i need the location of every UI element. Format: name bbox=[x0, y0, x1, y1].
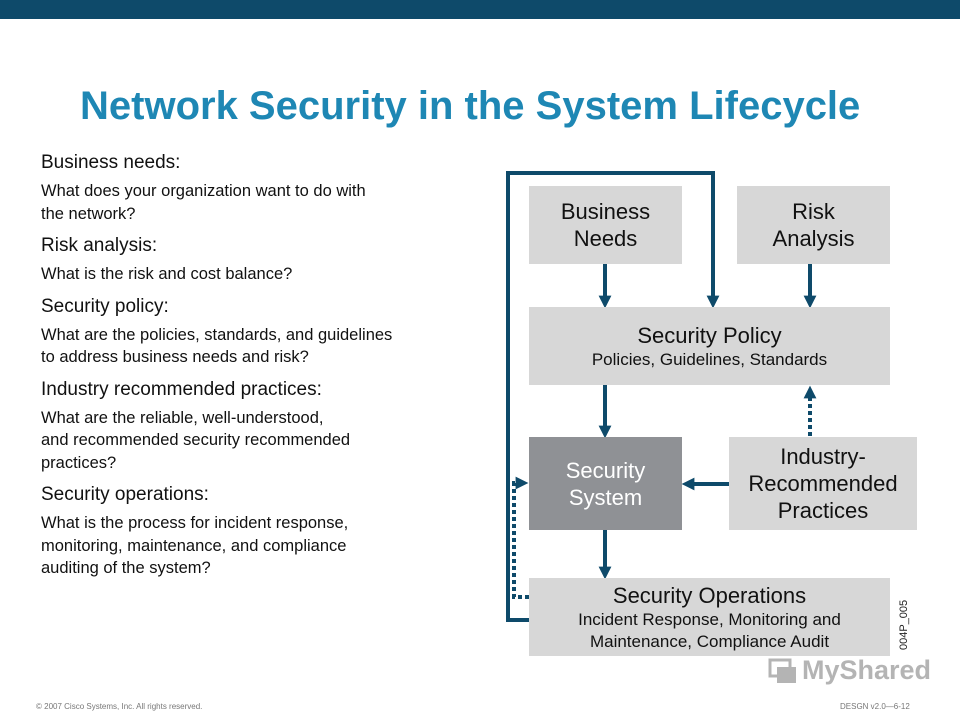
item-security-policy: Security policy: What are the policies, … bbox=[41, 295, 503, 369]
box-label: Analysis bbox=[772, 226, 855, 251]
box-label: System bbox=[568, 484, 643, 510]
box-subtitle: Maintenance, Compliance Audit bbox=[589, 631, 830, 651]
item-desc-line: What are the reliable, well-understood, bbox=[41, 408, 324, 427]
box-label: Practices bbox=[777, 498, 869, 523]
risk-analysis-box: Risk Analysis bbox=[737, 186, 890, 264]
item-desc-line: the network? bbox=[41, 204, 136, 223]
business-needs-box: Business Needs bbox=[529, 186, 682, 264]
box-subtitle: Policies, Guidelines, Standards bbox=[591, 349, 828, 369]
copyright: © 2007 Cisco Systems, Inc. All rights re… bbox=[36, 702, 203, 711]
watermark-text: MyShared bbox=[802, 655, 932, 685]
figure-id: 004P_005 bbox=[898, 599, 910, 650]
box-label: Needs bbox=[573, 226, 638, 251]
item-desc-line: monitoring, maintenance, and compliance bbox=[41, 536, 347, 555]
box-title: Security Operations bbox=[612, 582, 807, 608]
item-desc-line: What does your organization want to do w… bbox=[41, 182, 366, 200]
item-desc-line: What is the risk and cost balance? bbox=[41, 265, 293, 283]
box-label: Business bbox=[560, 199, 651, 224]
item-industry-practices: Industry recommended practices: What are… bbox=[41, 378, 503, 475]
loop-arrow bbox=[506, 171, 720, 622]
item-heading: Business needs: bbox=[41, 152, 181, 173]
box-label: Industry- bbox=[780, 444, 866, 469]
watermark: MyShared bbox=[768, 655, 931, 686]
item-heading: Security operations: bbox=[41, 484, 209, 505]
box-label: Recommended bbox=[748, 471, 898, 496]
item-heading: Security policy: bbox=[41, 295, 169, 317]
item-risk-analysis: Risk analysis: What is the risk and cost… bbox=[41, 234, 503, 286]
box-label: Risk bbox=[792, 199, 835, 224]
item-desc-line: and recommended security recommended bbox=[41, 431, 351, 449]
item-business-needs: Business needs: What does your organizat… bbox=[41, 151, 503, 225]
item-heading: Risk analysis: bbox=[41, 235, 158, 256]
item-desc-line: practices? bbox=[41, 453, 117, 472]
item-desc-line: What are the policies, standards, and gu… bbox=[41, 325, 393, 344]
top-bar bbox=[0, 0, 960, 19]
item-security-operations: Security operations: What is the process… bbox=[41, 483, 503, 580]
arrow-operations-to-system bbox=[512, 476, 529, 599]
watermark-logo-icon bbox=[768, 658, 796, 683]
box-subtitle: Incident Response, Monitoring and bbox=[578, 609, 841, 629]
security-system-box: Security System bbox=[529, 437, 682, 530]
item-desc-line: What is the process for incident respons… bbox=[41, 514, 349, 532]
item-desc-line: auditing of the system? bbox=[41, 559, 211, 577]
course-code: DESGN v2.0—6-12 bbox=[840, 702, 910, 711]
box-title: Security Policy bbox=[637, 322, 782, 348]
industry-practices-box: Industry- Recommended Practices bbox=[729, 437, 917, 530]
description-list: Business needs: What does your organizat… bbox=[41, 151, 503, 589]
item-desc-line: to address business needs and risk? bbox=[41, 348, 309, 366]
security-policy-box: Security Policy Policies, Guidelines, St… bbox=[529, 307, 890, 385]
item-heading: Industry recommended practices: bbox=[41, 378, 322, 400]
security-operations-box: Security Operations Incident Response, M… bbox=[529, 578, 890, 656]
slide-title: Network Security in the System Lifecycle bbox=[80, 84, 861, 128]
box-label: Security bbox=[565, 457, 646, 483]
